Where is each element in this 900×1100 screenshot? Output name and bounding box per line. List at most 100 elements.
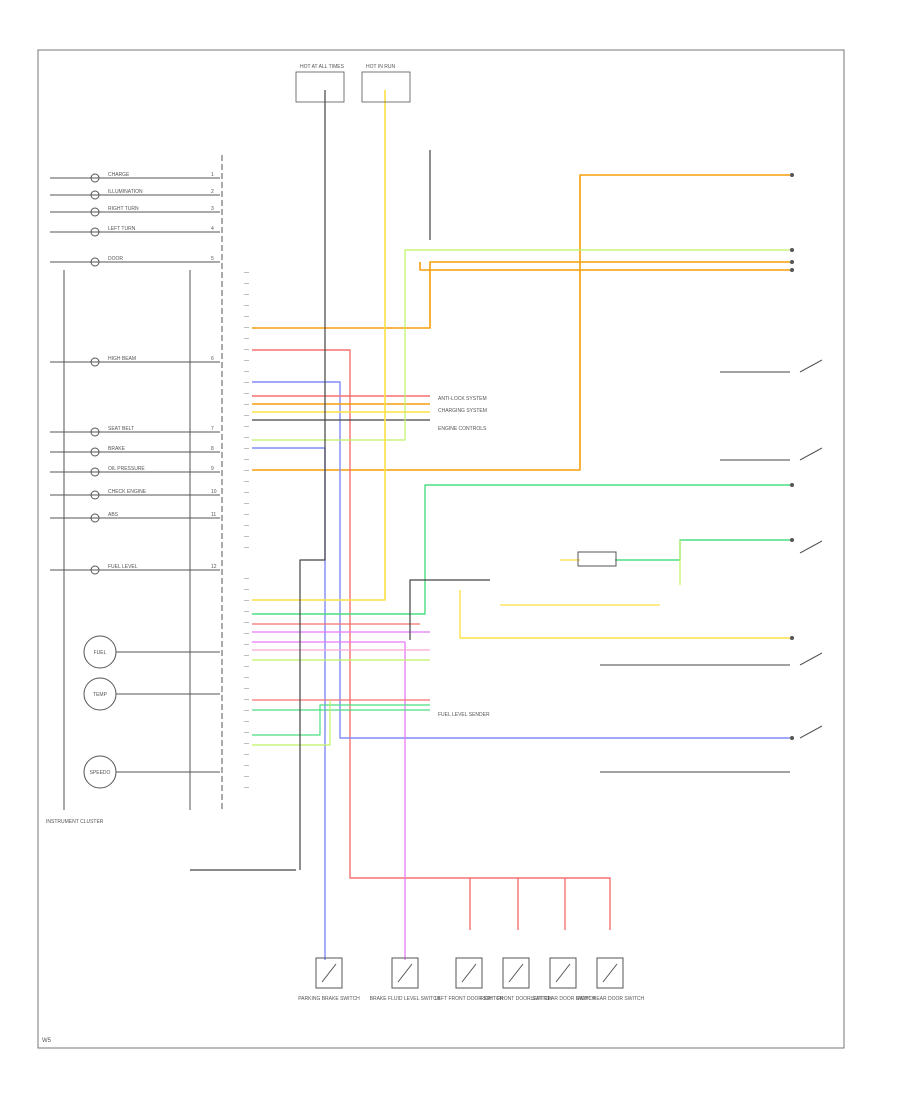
wire-terminal [790, 636, 794, 640]
wire-orange-illum [252, 174, 790, 471]
connector-pin-c2: — [244, 675, 249, 681]
cluster-pin-number: 11 [211, 512, 216, 518]
connector-pin-c1: — [244, 479, 249, 485]
wire-terminal [790, 173, 794, 177]
cluster-item-label: SEAT BELT [108, 426, 134, 432]
switch-contact-icon [397, 963, 413, 983]
cluster-item-label: ILLUMINATION [108, 189, 143, 195]
hot-label: HOT IN RUN [366, 64, 395, 70]
wire-green-c2b [252, 704, 430, 736]
connector-label: CHARGING SYSTEM [438, 408, 487, 414]
connector-pin-c1: — [244, 435, 249, 441]
indicator-lamp-icon [90, 207, 100, 217]
door-switch-label: RIGHT REAR DOOR SWITCH [576, 996, 645, 1002]
connector-label: ENGINE CONTROLS [438, 426, 487, 432]
connector-pin-c2: — [244, 785, 249, 791]
hot-label: HOT AT ALL TIMES [300, 64, 345, 70]
cluster-pin-number: 8 [211, 446, 214, 452]
connector-pin-c2: — [244, 642, 249, 648]
connector-pin-c1: — [244, 402, 249, 408]
gauge-label: TEMP [93, 692, 108, 698]
switch-box [391, 957, 419, 989]
connector-label: ANTI-LOCK SYSTEM [438, 396, 487, 402]
connector-pin-c1: — [244, 534, 249, 540]
cluster-title: INSTRUMENT CLUSTER [46, 819, 104, 825]
connector-pin-c1: — [244, 336, 249, 342]
indicator-lamp-icon [90, 190, 100, 200]
wire-yg-brake [252, 249, 790, 441]
connector-pin-c1: — [244, 490, 249, 496]
connector-pin-c1: — [244, 325, 249, 331]
wire-blue-ab [252, 381, 790, 739]
indicator-lamp-icon [90, 257, 100, 267]
fuse-box [361, 71, 411, 103]
gauge-label: SPEEDO [90, 770, 111, 776]
connector-pin-c1: — [244, 292, 249, 298]
wire-orange-feed [419, 262, 790, 271]
door-switch-contact-icon [555, 963, 571, 983]
indicator-lamp-icon [90, 513, 100, 523]
switch-box [315, 957, 343, 989]
connector-pin-c2: — [244, 774, 249, 780]
indicator-lamp-icon [90, 467, 100, 477]
connector-pin-c2: — [244, 763, 249, 769]
connector-pin-c2: — [244, 719, 249, 725]
indicator-lamp-icon [90, 227, 100, 237]
connector-pin-c1: — [244, 512, 249, 518]
wire-terminal [790, 538, 794, 542]
connector-pin-c1: — [244, 424, 249, 430]
connector-pin-c1: — [244, 446, 249, 452]
connector-pin-c1: — [244, 545, 249, 551]
indicator-lamp-icon [90, 565, 100, 575]
connector-pin-c2: — [244, 730, 249, 736]
cluster-pin-number: 7 [211, 426, 214, 432]
cluster-pin-number: 6 [211, 356, 214, 362]
left-switch-label: PARKING BRAKE SWITCH [298, 996, 360, 1002]
indicator-lamp-icon [90, 427, 100, 437]
connector-pin-c2: — [244, 741, 249, 747]
wire-yg-c2b [252, 700, 331, 746]
cluster-pin-number: 5 [211, 256, 214, 262]
connector-pin-c2: — [244, 686, 249, 692]
connector-pin-c1: — [244, 281, 249, 287]
connector-pin-c1: — [244, 523, 249, 529]
connector-pin-c1: — [244, 457, 249, 463]
connector-pin-c2: — [244, 598, 249, 604]
door-switch-box [502, 957, 530, 989]
door-switch-box [549, 957, 577, 989]
indicator-lamp-icon [90, 357, 100, 367]
wire-terminal [790, 248, 794, 252]
cluster-pin-number: 4 [211, 226, 214, 232]
connector-pin-c2: — [244, 587, 249, 593]
connector-pin-c2: — [244, 631, 249, 637]
cluster-pin-number: 2 [211, 189, 214, 195]
wire-green-level [615, 539, 790, 561]
connector-pin-c1: — [244, 369, 249, 375]
door-switch-contact-icon [602, 963, 618, 983]
cluster-item-label: DOOR [108, 256, 123, 262]
cluster-item-label: ABS [108, 512, 119, 518]
components: HOT AT ALL TIMES HOT IN RUN ANTI-LOCK SYST… [295, 64, 823, 1002]
right-switch-icon [799, 652, 823, 666]
cluster-item-label: CHECK ENGINE [108, 489, 147, 495]
cluster-pin-number: 9 [211, 466, 214, 472]
connector-pin-c2: — [244, 576, 249, 582]
cluster-item-label: BRAKE [108, 446, 126, 452]
right-switch-icon [799, 540, 823, 554]
cluster-item-label: RIGHT TURN [108, 206, 139, 212]
right-switch-icon [799, 725, 823, 739]
left-switch-label: BRAKE FLUID LEVEL SWITCH [370, 996, 441, 1002]
door-switch-label: RIGHT FRONT DOOR SWITCH [480, 996, 552, 1002]
connector-label: FUEL LEVEL SENDER [438, 712, 490, 718]
connector-pin-c2: — [244, 653, 249, 659]
connector-pin-c1: — [244, 303, 249, 309]
indicator-lamp-icon [90, 447, 100, 457]
wire-green-fuel [252, 484, 790, 615]
door-switch-contact-icon [461, 963, 477, 983]
wire-terminal [790, 736, 794, 740]
cluster-item-label: OIL PRESSURE [108, 466, 145, 472]
wire-terminal [790, 483, 794, 487]
connector-pin-c1: — [244, 270, 249, 276]
